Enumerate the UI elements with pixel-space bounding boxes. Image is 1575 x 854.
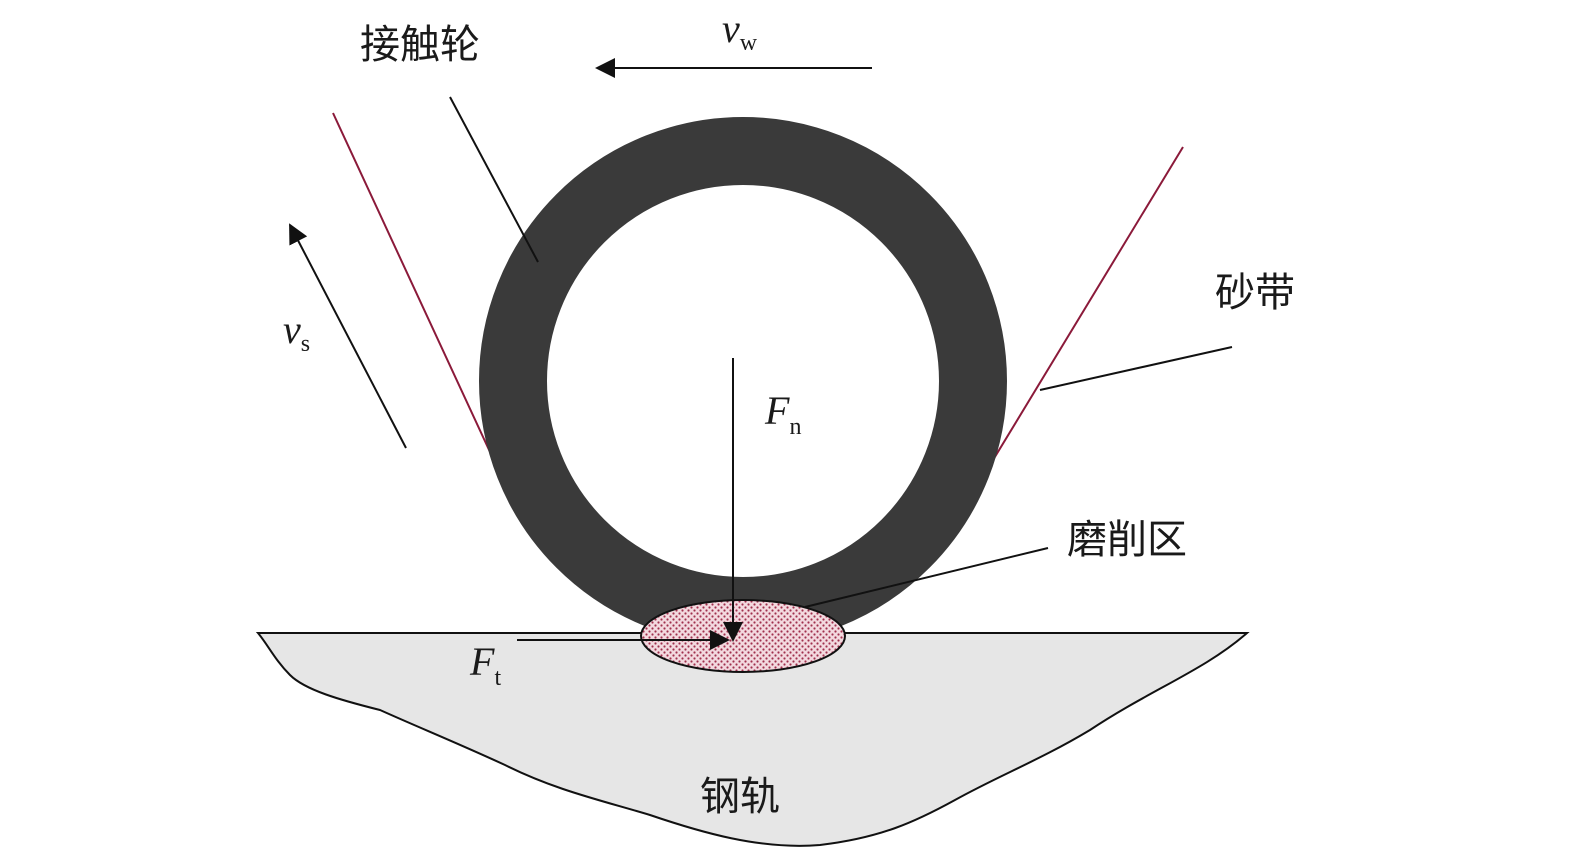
vs-arrow	[289, 223, 407, 449]
ft-symbol: F	[469, 639, 495, 684]
grinding-zone-label: 磨削区	[1067, 517, 1187, 563]
fn-label: Fn	[764, 388, 801, 440]
vw-subscript: w	[740, 30, 758, 56]
contact-wheel-label: 接触轮	[360, 22, 480, 68]
fn-subscript: n	[789, 414, 801, 440]
abrasive-belt-label: 砂带	[1215, 270, 1295, 316]
grinding-zone-leader	[804, 547, 1049, 608]
ft-label: Ft	[469, 639, 501, 691]
vw-symbol: v	[722, 6, 740, 51]
contact-wheel-ring	[479, 117, 1007, 645]
ft-subscript: t	[494, 665, 501, 691]
contact-wheel-leader	[449, 96, 539, 263]
grinding-zone-ellipse	[640, 599, 846, 673]
vs-subscript: s	[301, 331, 310, 357]
rail-label: 钢轨	[700, 774, 780, 820]
vs-label: vs	[283, 307, 310, 357]
vs-symbol: v	[283, 307, 301, 352]
rail-shape	[255, 632, 1250, 847]
abrasive-belt-leader	[1039, 346, 1233, 391]
vw-label: vw	[722, 6, 758, 56]
fn-symbol: F	[764, 388, 790, 433]
